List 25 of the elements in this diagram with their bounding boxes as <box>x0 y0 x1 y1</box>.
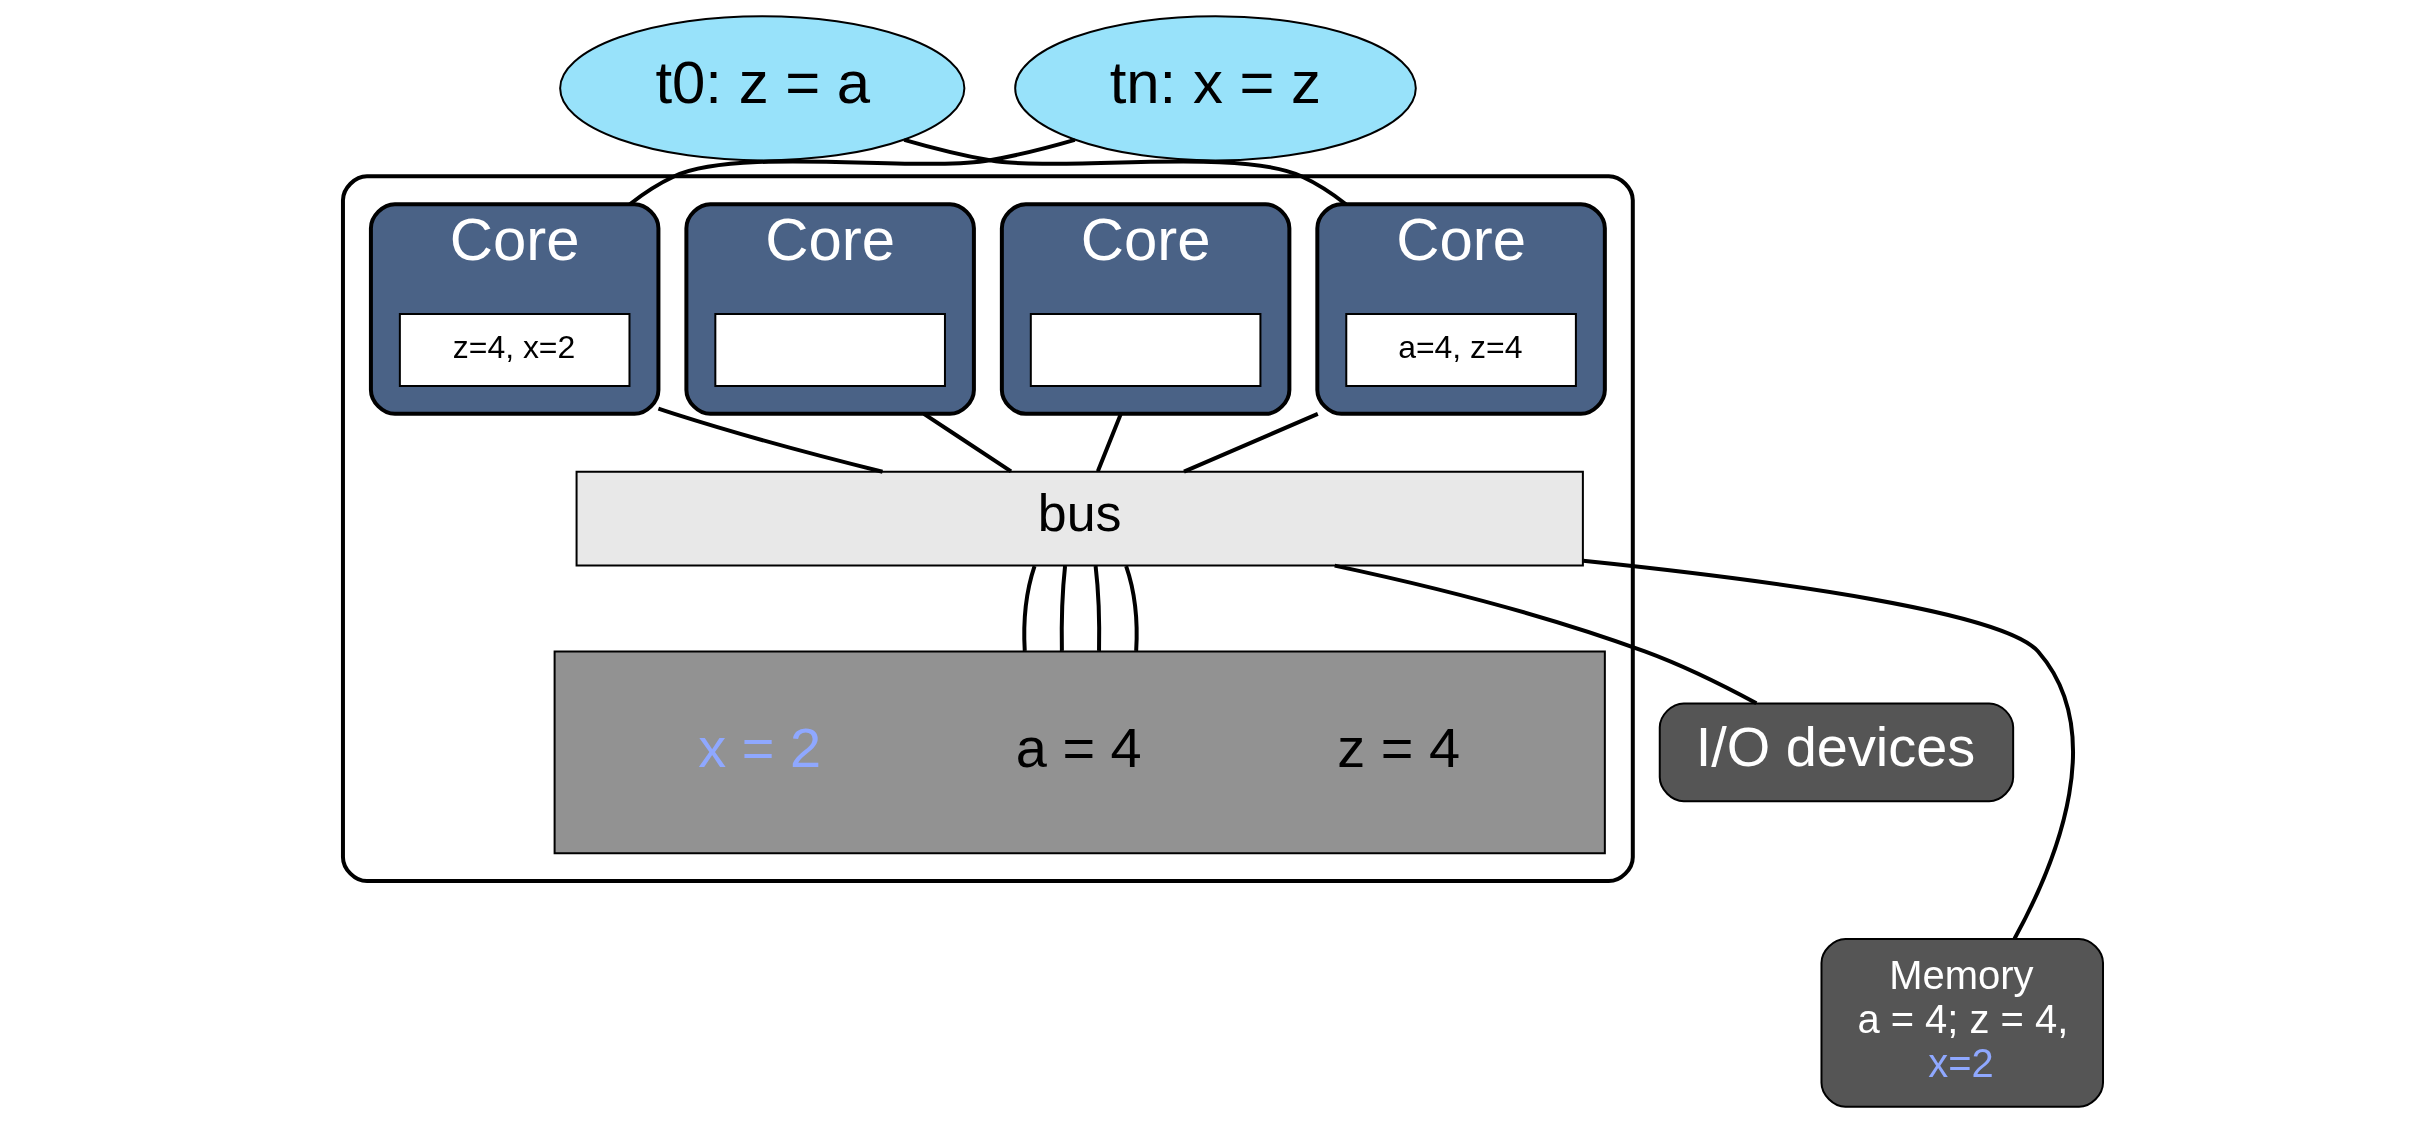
connector <box>903 137 1347 206</box>
node-box: a=4, z=4 <box>1344 313 1577 387</box>
connector <box>1123 565 1139 651</box>
connector <box>1182 412 1319 474</box>
connector <box>1333 563 1757 706</box>
node-ellipse: tn: x = z <box>1013 15 1417 162</box>
node-box: Memory a = 4; z = 4, x=2 <box>1820 938 2104 1108</box>
node-ellipse: t0: z = a <box>558 15 965 162</box>
node-box: z=4, x=2 <box>398 313 630 387</box>
connector <box>1095 413 1123 473</box>
cluster: Core <box>999 202 1291 416</box>
connector <box>1093 565 1101 651</box>
cluster: Core <box>683 202 976 416</box>
node-box: I/O devices <box>1658 702 2014 803</box>
connector <box>628 137 1075 206</box>
node-box: x = 2 a = 4 z = 4 <box>553 650 1606 855</box>
node-box: bus <box>575 470 1584 567</box>
node-box <box>713 313 946 387</box>
connector <box>1021 565 1036 651</box>
connector <box>657 406 883 474</box>
cluster <box>340 174 1635 884</box>
connector <box>922 412 1012 473</box>
node-box <box>1029 313 1261 387</box>
connector <box>1582 558 2075 940</box>
connector <box>1059 565 1067 651</box>
